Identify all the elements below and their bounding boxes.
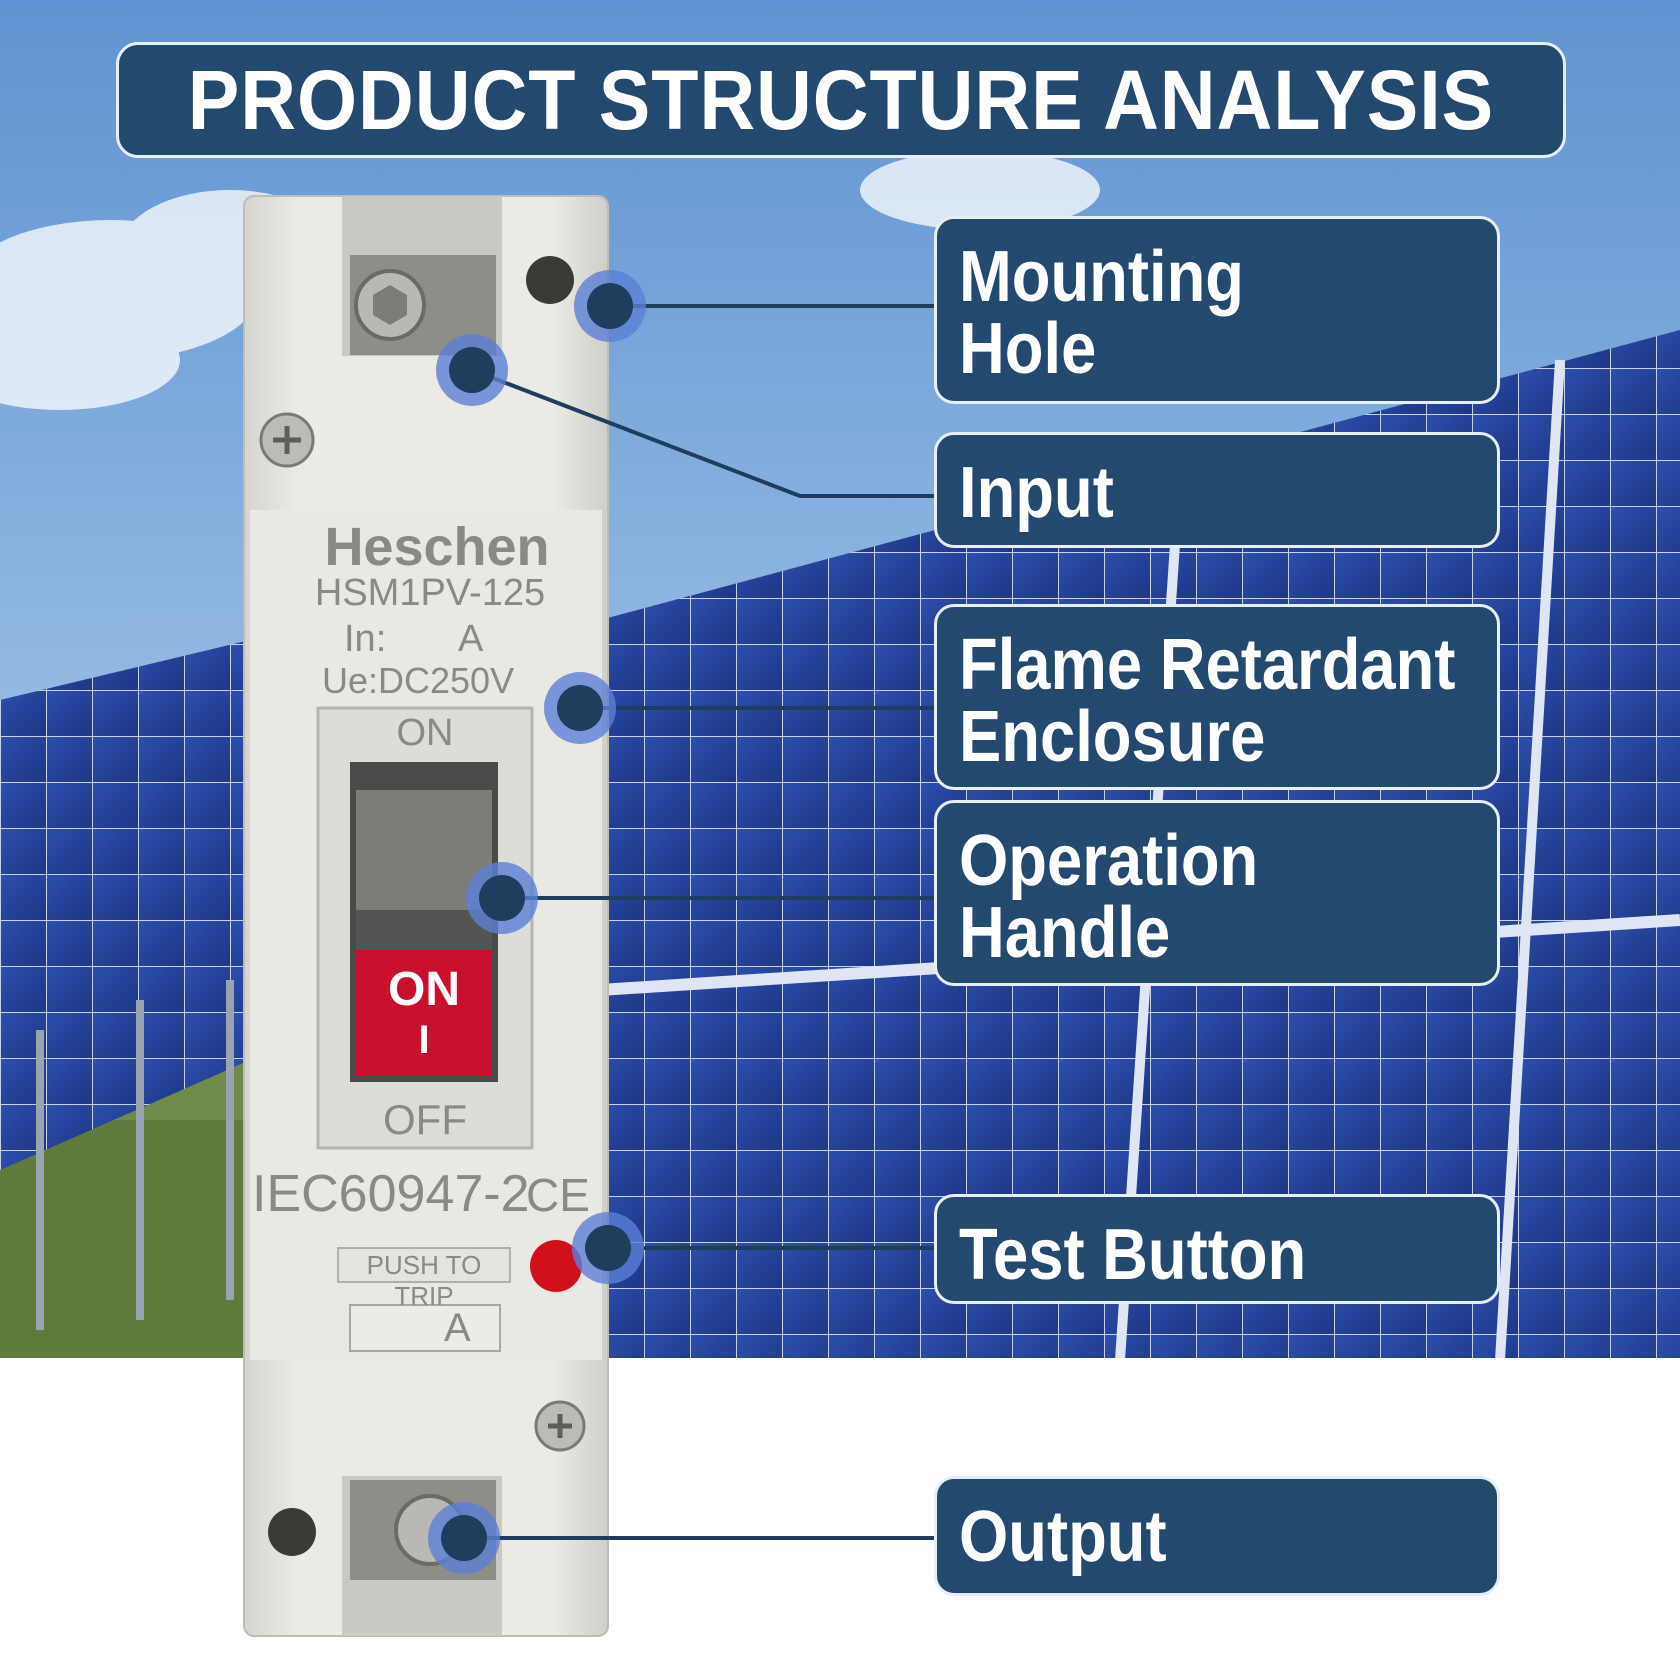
label-test-button-text: Test Button	[959, 1215, 1307, 1295]
connector-input	[471, 368, 936, 498]
label-test-button: Test Button	[934, 1194, 1500, 1304]
breaker-on-label: ON	[396, 712, 454, 754]
bottom-marking: A	[444, 1306, 471, 1350]
breaker-current-label: In:	[344, 618, 387, 660]
mounting-hole-bottom	[268, 1508, 316, 1556]
page-title: PRODUCT STRUCTURE ANALYSIS	[187, 52, 1495, 147]
label-enclosure: Flame Retardant Enclosure	[934, 604, 1500, 790]
solar-panel-left	[0, 640, 250, 1170]
label-mounting-hole-line1: Mounting	[959, 237, 1244, 317]
breaker-voltage: Ue:DC250V	[322, 660, 515, 701]
circuit-breaker	[243, 195, 609, 1637]
marker-mounting-hole	[574, 270, 646, 342]
label-enclosure-line1: Flame Retardant	[959, 625, 1456, 705]
label-input-text: Input	[959, 453, 1114, 533]
marker-enclosure	[544, 672, 616, 744]
marker-input	[436, 334, 508, 406]
label-enclosure-line2: Enclosure	[959, 697, 1266, 777]
label-handle-line2: Handle	[959, 893, 1171, 973]
mounting-hole-top	[526, 256, 574, 304]
breaker-current-unit: A	[458, 618, 484, 660]
ce-mark: CE	[526, 1169, 590, 1221]
label-input: Input	[934, 432, 1500, 548]
label-handle-line1: Operation	[959, 821, 1259, 901]
breaker-standard: IEC60947-2	[252, 1165, 530, 1223]
label-mounting-hole-line2: Hole	[959, 309, 1097, 389]
handle-symbol: I	[418, 1018, 430, 1062]
push-to-trip-label: PUSH TO TRIP	[366, 1250, 482, 1311]
handle-red-face	[356, 950, 492, 1076]
label-output-text: Output	[959, 1497, 1167, 1577]
marker-output	[428, 1502, 500, 1574]
marker-test-button	[572, 1212, 644, 1284]
title-banner: PRODUCT STRUCTURE ANALYSIS	[116, 42, 1566, 158]
breaker-off-label: OFF	[383, 1096, 467, 1143]
breaker-model: HSM1PV-125	[314, 572, 546, 614]
label-output: Output	[934, 1476, 1500, 1596]
label-mounting-hole: Mounting Hole	[934, 216, 1500, 404]
handle-on-text: ON	[388, 963, 460, 1016]
test-button-red	[530, 1240, 582, 1292]
marker-handle	[466, 862, 538, 934]
label-handle: Operation Handle	[934, 800, 1500, 986]
breaker-brand: Heschen	[324, 517, 550, 577]
